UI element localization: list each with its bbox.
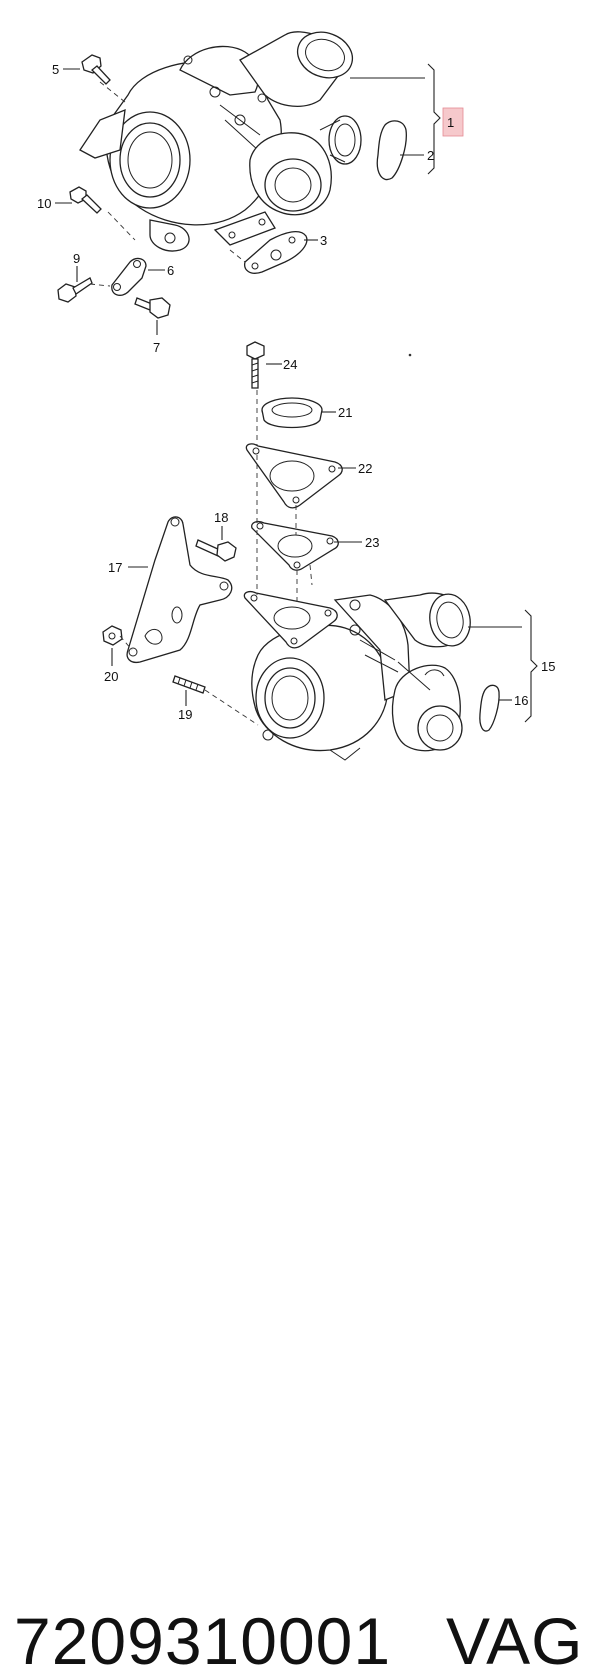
gasket-2 [376, 120, 407, 181]
bolt-9 [57, 277, 93, 303]
callout-1-highlight [442, 107, 464, 137]
gasket-16 [479, 684, 500, 732]
stud-19 [172, 675, 206, 694]
callout-20: 20 [104, 669, 118, 684]
nut-20 [102, 625, 123, 646]
callout-22: 22 [358, 461, 372, 476]
callout-1: 1 [447, 115, 454, 130]
callout-5: 5 [52, 62, 59, 77]
bolt-7 [134, 297, 171, 319]
gasket-23 [251, 521, 339, 571]
callout-18: 18 [214, 510, 228, 525]
caption-area: 7209310001 VAG [0, 800, 600, 1674]
turbocharger-assembly-top [79, 31, 362, 252]
callout-2: 2 [427, 148, 434, 163]
callout-23: 23 [365, 535, 379, 550]
callout-3: 3 [320, 233, 327, 248]
callout-15: 15 [541, 659, 555, 674]
bracket-17 [126, 516, 233, 664]
callout-16: 16 [514, 693, 528, 708]
gasket-3 [244, 230, 308, 274]
stray-dot [408, 353, 412, 357]
callout-17: 17 [108, 560, 122, 575]
callout-10: 10 [37, 196, 51, 211]
callout-19: 19 [178, 707, 192, 722]
callout-9: 9 [73, 251, 80, 266]
bolt-18 [195, 539, 237, 562]
gasket-22 [245, 443, 343, 509]
brand-name: VAG [446, 1604, 584, 1678]
callout-21: 21 [338, 405, 352, 420]
part-number: 7209310001 [14, 1604, 392, 1678]
callout-24: 24 [283, 357, 297, 372]
callout-6: 6 [167, 263, 174, 278]
bolt-5 [81, 54, 111, 85]
exploded-parts-diagram: 1 2 3 5 6 7 9 10 24 21 22 18 23 17 15 20… [37, 31, 555, 761]
seal-ring-21 [261, 397, 323, 429]
turbocharger-assembly-bottom [243, 591, 471, 761]
bolt-24 [246, 341, 265, 389]
callout-7: 7 [153, 340, 160, 355]
bolt-10 [69, 186, 102, 214]
